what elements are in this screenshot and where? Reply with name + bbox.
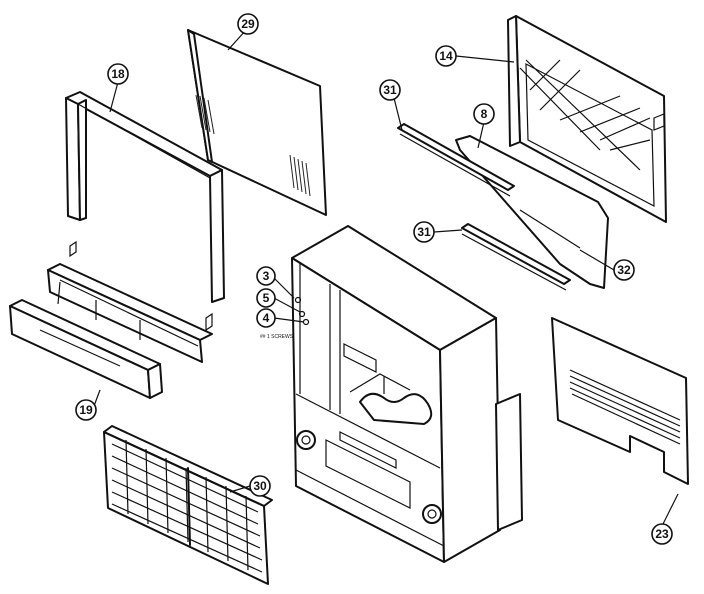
part-front-trim	[9, 299, 163, 399]
callout-32: 32	[613, 259, 635, 281]
callout-29-label: 29	[241, 17, 255, 31]
part-rear-cover	[551, 317, 689, 485]
part-mirror-assembly	[507, 15, 667, 223]
callout-14-label: 14	[439, 49, 453, 63]
callout-32-label: 32	[617, 263, 631, 277]
part-rail-lower	[461, 223, 571, 291]
callout-31-upper: 31	[379, 79, 401, 101]
callout-8-label: 8	[481, 107, 488, 121]
callout-29: 29	[237, 13, 259, 35]
callout-4-label: 4	[263, 311, 270, 325]
callout-14: 14	[435, 45, 457, 67]
callout-31-upper-label: 31	[383, 83, 397, 97]
callout-5-label: 5	[263, 291, 270, 305]
callout-30-label: 30	[253, 479, 267, 493]
callout-23-label: 23	[655, 527, 669, 541]
callout-19: 19	[75, 399, 97, 421]
callout-3: 3	[256, 266, 276, 286]
callout-5: 5	[256, 288, 276, 308]
callout-31-lower: 31	[413, 221, 435, 243]
callout-3-label: 3	[263, 269, 270, 283]
part-screen-panel	[187, 29, 327, 216]
part-speaker-grille	[103, 425, 273, 585]
callout-19-label: 19	[79, 403, 93, 417]
callout-4: 4	[256, 308, 276, 328]
callout-8: 8	[473, 103, 495, 125]
callout-18-label: 18	[111, 67, 125, 81]
part-front-frame	[65, 91, 225, 303]
callout-30: 30	[249, 475, 271, 497]
callout-18: 18	[107, 63, 129, 85]
callout-31-lower-label: 31	[417, 225, 431, 239]
screw-note: ## 1 SCREWS	[260, 334, 294, 340]
part-rail-upper	[397, 123, 515, 197]
callout-23: 23	[651, 523, 673, 545]
part-main-cabinet	[291, 225, 523, 563]
part-lower-bracket	[47, 240, 213, 363]
